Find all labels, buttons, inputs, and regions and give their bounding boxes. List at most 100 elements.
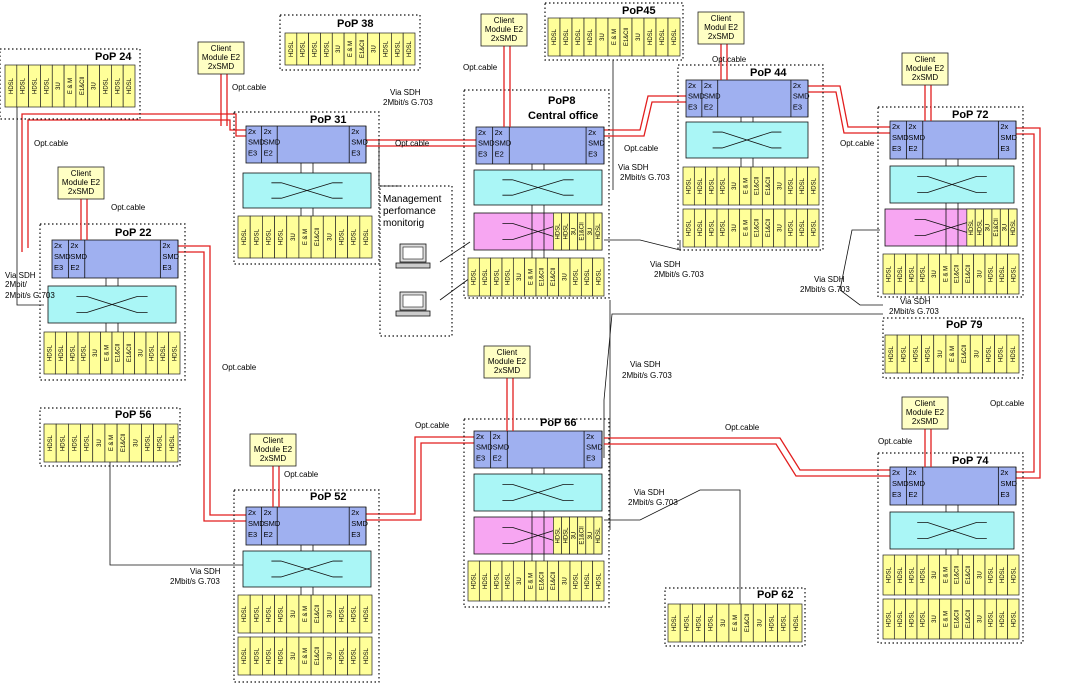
card-label: HDSL [913, 345, 919, 362]
client-link [503, 46, 511, 127]
card-label: HDSL [596, 572, 602, 589]
pop-frame [677, 64, 824, 251]
cross-icon [917, 175, 987, 194]
optical-cable [27, 119, 246, 248]
card-label: E & M [950, 346, 956, 362]
smd-left-label: SMD [476, 443, 493, 452]
card-label: HDSL [60, 434, 66, 451]
smd-mid-label: 2x [495, 128, 503, 137]
sdh-link [16, 95, 44, 306]
card-label: HDSL [301, 40, 307, 57]
card-label: HDSL [789, 177, 795, 194]
card-label: E1&Cll [955, 610, 961, 628]
card-label: HDSL [483, 572, 489, 589]
smd-mid-label: E2 [908, 144, 917, 153]
card-label: HDSL [921, 566, 927, 583]
card-label: E & M [943, 567, 949, 583]
card-label: HDSL [9, 77, 15, 94]
cross-icon [914, 218, 988, 237]
optical-cable [178, 251, 246, 522]
client-label: 2xSMD [68, 187, 94, 196]
line-card [592, 257, 605, 297]
smd-right-label: 2x [351, 508, 359, 517]
smd-mid-label: SMD [908, 133, 925, 142]
card-label: 3U [1002, 224, 1008, 232]
smd-left-label: 2x [688, 81, 696, 90]
card-label: 3U [93, 349, 99, 357]
client-label: Client [915, 399, 936, 408]
smd-mid-label: 2x [908, 122, 916, 131]
card-label: E & M [528, 573, 534, 589]
card-label: HDSL [926, 345, 932, 362]
card-label: HDSL [172, 344, 178, 361]
card-label: 3U [291, 610, 297, 618]
mgmt-label: monitorig [383, 218, 424, 229]
cross-icon [76, 295, 148, 314]
card-label: E1&Cll [966, 610, 972, 628]
card-label: E1&Cll [624, 28, 630, 46]
card-label: 3U [336, 45, 342, 53]
smd-left-label: 2x [892, 122, 900, 131]
pop-title: PoP 24 [95, 51, 132, 63]
card-label: E & M [733, 615, 739, 631]
card-label: E1&Cll [127, 344, 133, 362]
line-card [1006, 334, 1020, 374]
pop-title: PoP 66 [540, 417, 577, 429]
cross-icon [917, 521, 987, 540]
card-label: HDSL [1011, 345, 1017, 362]
card-label: HDSL [977, 219, 983, 236]
client-box [901, 396, 949, 430]
pop-frame [0, 48, 141, 120]
card-label: E1&Cll [994, 218, 1000, 236]
card-label: 3U [777, 182, 783, 190]
line-card [359, 215, 373, 259]
opt-cable-label: Opt.cable [990, 399, 1025, 408]
line-card [1007, 554, 1020, 596]
card-label: 3U [562, 577, 568, 585]
card-label: E1&Cll [121, 434, 127, 452]
smd-right-label: 2x [1000, 468, 1008, 477]
smd-mid-label: 2x [493, 432, 501, 441]
card-label: HDSL [1000, 566, 1006, 583]
card-label: HDSL [672, 614, 678, 631]
pop-frame [39, 223, 186, 381]
smd-left-label: SMD [248, 519, 265, 528]
client-label: 2xSMD [208, 62, 234, 71]
card-label: HDSL [782, 614, 788, 631]
card-label: HDSL [989, 610, 995, 627]
card-label: HDSL [800, 219, 806, 236]
card-label: 3U [133, 439, 139, 447]
card-label: HDSL [254, 228, 260, 245]
smd-mid-label: 2x [704, 81, 712, 90]
rate-label: 2Mbit/s G.703 [620, 173, 670, 182]
smd-left-label: 2x [248, 127, 256, 136]
line-card [1007, 598, 1020, 640]
card-label: HDSL [576, 28, 582, 45]
opt-cable-label: Opt.cable [415, 421, 450, 430]
line-card [789, 603, 803, 643]
card-label: HDSL [687, 177, 693, 194]
cross-icon [502, 179, 574, 196]
pop-frame [463, 418, 610, 608]
card-label: HDSL [921, 610, 927, 627]
card-label: E & M [104, 345, 110, 361]
card-label: HDSL [574, 268, 580, 285]
optical-cable [808, 85, 890, 128]
card-label: HDSL [660, 28, 666, 45]
optical-cable [808, 91, 890, 134]
card-label: HDSL [472, 572, 478, 589]
optical-cable [366, 436, 474, 515]
cross-icon [271, 182, 343, 199]
card-label: 3U [721, 619, 727, 627]
card-label: HDSL [266, 605, 272, 622]
smd-right-label: SMD [1000, 479, 1017, 488]
link-labels: Opt.cableOpt.cableOpt.cableOpt.cableOpt.… [5, 55, 1025, 586]
optical-cable [604, 437, 890, 471]
